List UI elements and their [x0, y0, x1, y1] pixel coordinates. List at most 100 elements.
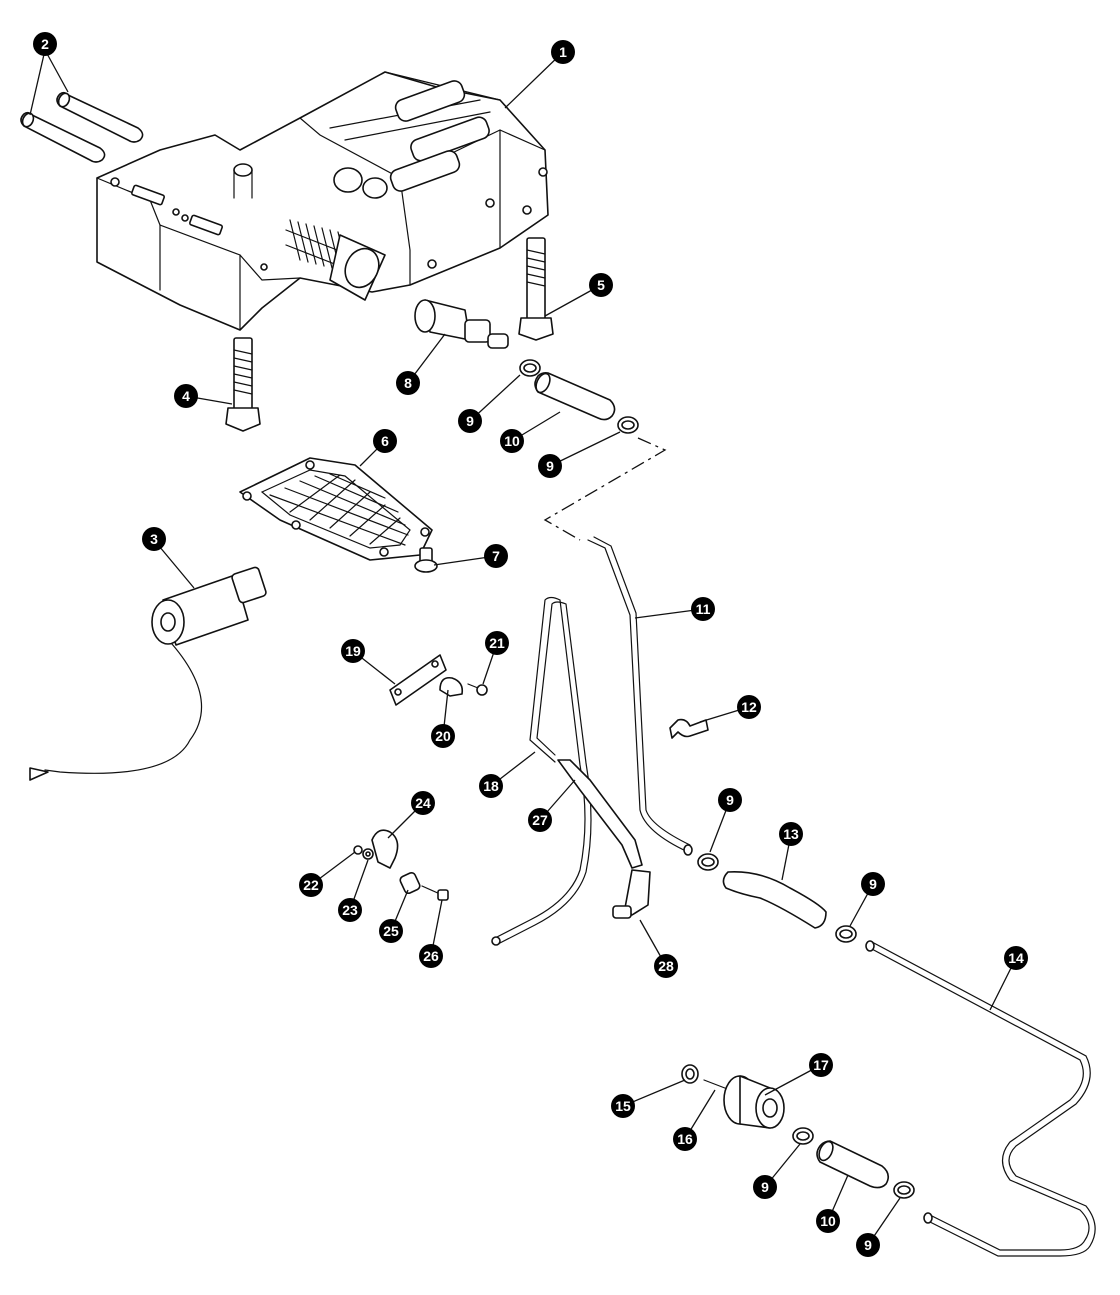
hose-clamp-upper-right [617, 416, 639, 434]
hose-clamp-mid-left [697, 853, 719, 871]
callout-9-b: 9 [538, 454, 562, 478]
callout-12: 12 [737, 695, 761, 719]
clip-12 [669, 718, 709, 739]
washer-22 [353, 845, 363, 855]
svg-text:8: 8 [404, 375, 412, 391]
svg-text:10: 10 [504, 433, 520, 449]
callout-2: 2 [33, 32, 57, 56]
svg-text:9: 9 [466, 413, 474, 429]
svg-text:20: 20 [435, 728, 451, 744]
callout-15: 15 [611, 1094, 635, 1118]
svg-text:9: 9 [726, 792, 734, 808]
dowel-tubes [20, 91, 144, 163]
svg-text:9: 9 [869, 876, 877, 892]
callout-1: 1 [551, 40, 575, 64]
callout-4: 4 [174, 384, 198, 408]
svg-text:7: 7 [492, 548, 500, 564]
svg-text:19: 19 [345, 643, 361, 659]
svg-text:18: 18 [483, 778, 499, 794]
callout-28: 28 [654, 954, 678, 978]
svg-text:14: 14 [1008, 950, 1024, 966]
hose-27 [557, 759, 643, 869]
bolt-26 [421, 885, 449, 901]
callout-9-f: 9 [856, 1233, 880, 1257]
fitting-8 [414, 299, 509, 349]
callout-25: 25 [379, 919, 403, 943]
callout-10-a: 10 [500, 429, 524, 453]
svg-text:24: 24 [415, 795, 431, 811]
hose-10-upper [534, 372, 616, 421]
solenoid [29, 566, 267, 781]
nut-23 [362, 848, 374, 860]
callout-9-d: 9 [861, 872, 885, 896]
svg-text:16: 16 [677, 1131, 693, 1147]
callout-9-a: 9 [458, 409, 482, 433]
callout-26: 26 [419, 944, 443, 968]
callout-22: 22 [299, 873, 323, 897]
svg-text:9: 9 [761, 1179, 769, 1195]
svg-text:9: 9 [864, 1237, 872, 1253]
callout-7: 7 [484, 544, 508, 568]
svg-text:23: 23 [342, 902, 358, 918]
screw-7 [414, 547, 438, 573]
svg-text:6: 6 [381, 433, 389, 449]
hose-13 [722, 871, 827, 929]
svg-text:15: 15 [615, 1098, 631, 1114]
callout-16: 16 [673, 1127, 697, 1151]
callout-23: 23 [338, 898, 362, 922]
svg-text:10: 10 [820, 1213, 836, 1229]
svg-text:21: 21 [489, 635, 505, 651]
svg-text:2: 2 [41, 36, 49, 52]
svg-text:1: 1 [559, 44, 567, 60]
callout-19: 19 [341, 639, 365, 663]
callout-8: 8 [396, 371, 420, 395]
callout-9-c: 9 [718, 788, 742, 812]
hose-clamp-lower-left [792, 1127, 814, 1145]
callout-27: 27 [528, 808, 552, 832]
svg-text:4: 4 [182, 388, 190, 404]
svg-text:11: 11 [696, 601, 711, 617]
callout-5: 5 [589, 273, 613, 297]
svg-text:25: 25 [383, 923, 399, 939]
svg-text:17: 17 [813, 1057, 829, 1073]
connection-dashed-line [543, 437, 667, 541]
valve-17 [723, 1075, 785, 1129]
callout-20: 20 [431, 724, 455, 748]
callout-24: 24 [411, 791, 435, 815]
hose-10-lower [816, 1140, 890, 1189]
callout-21: 21 [485, 631, 509, 655]
screw-21 [467, 683, 488, 696]
callout-3: 3 [142, 527, 166, 551]
pipe-11 [587, 536, 693, 856]
callout-9-e: 9 [753, 1175, 777, 1199]
hose-clamp-lower-right [893, 1181, 915, 1199]
valve-block [96, 71, 549, 331]
svg-text:13: 13 [783, 826, 799, 842]
clip-20 [439, 676, 464, 697]
svg-text:12: 12 [741, 699, 757, 715]
svg-text:28: 28 [658, 958, 674, 974]
strap-24 [371, 829, 399, 869]
callout-6: 6 [373, 429, 397, 453]
o-ring-15 [681, 1064, 699, 1084]
spacer-25 [399, 871, 421, 895]
pipe-18 [491, 596, 592, 946]
bracket-19 [389, 654, 447, 706]
callout-18: 18 [479, 774, 503, 798]
hose-clamp-mid-right [835, 925, 857, 943]
callout-17: 17 [809, 1053, 833, 1077]
callout-14: 14 [1004, 946, 1028, 970]
callout-13: 13 [779, 822, 803, 846]
bolt-5 [518, 237, 554, 341]
bolt-4 [225, 337, 261, 432]
callout-10-b: 10 [816, 1209, 840, 1233]
svg-text:3: 3 [150, 531, 158, 547]
svg-text:22: 22 [303, 877, 319, 893]
svg-text:9: 9 [546, 458, 554, 474]
elbow-28 [612, 869, 651, 919]
svg-text:5: 5 [597, 277, 605, 293]
pipe-14 [865, 940, 1096, 1257]
svg-text:26: 26 [423, 948, 439, 964]
hose-clamp-upper-left [519, 359, 541, 377]
